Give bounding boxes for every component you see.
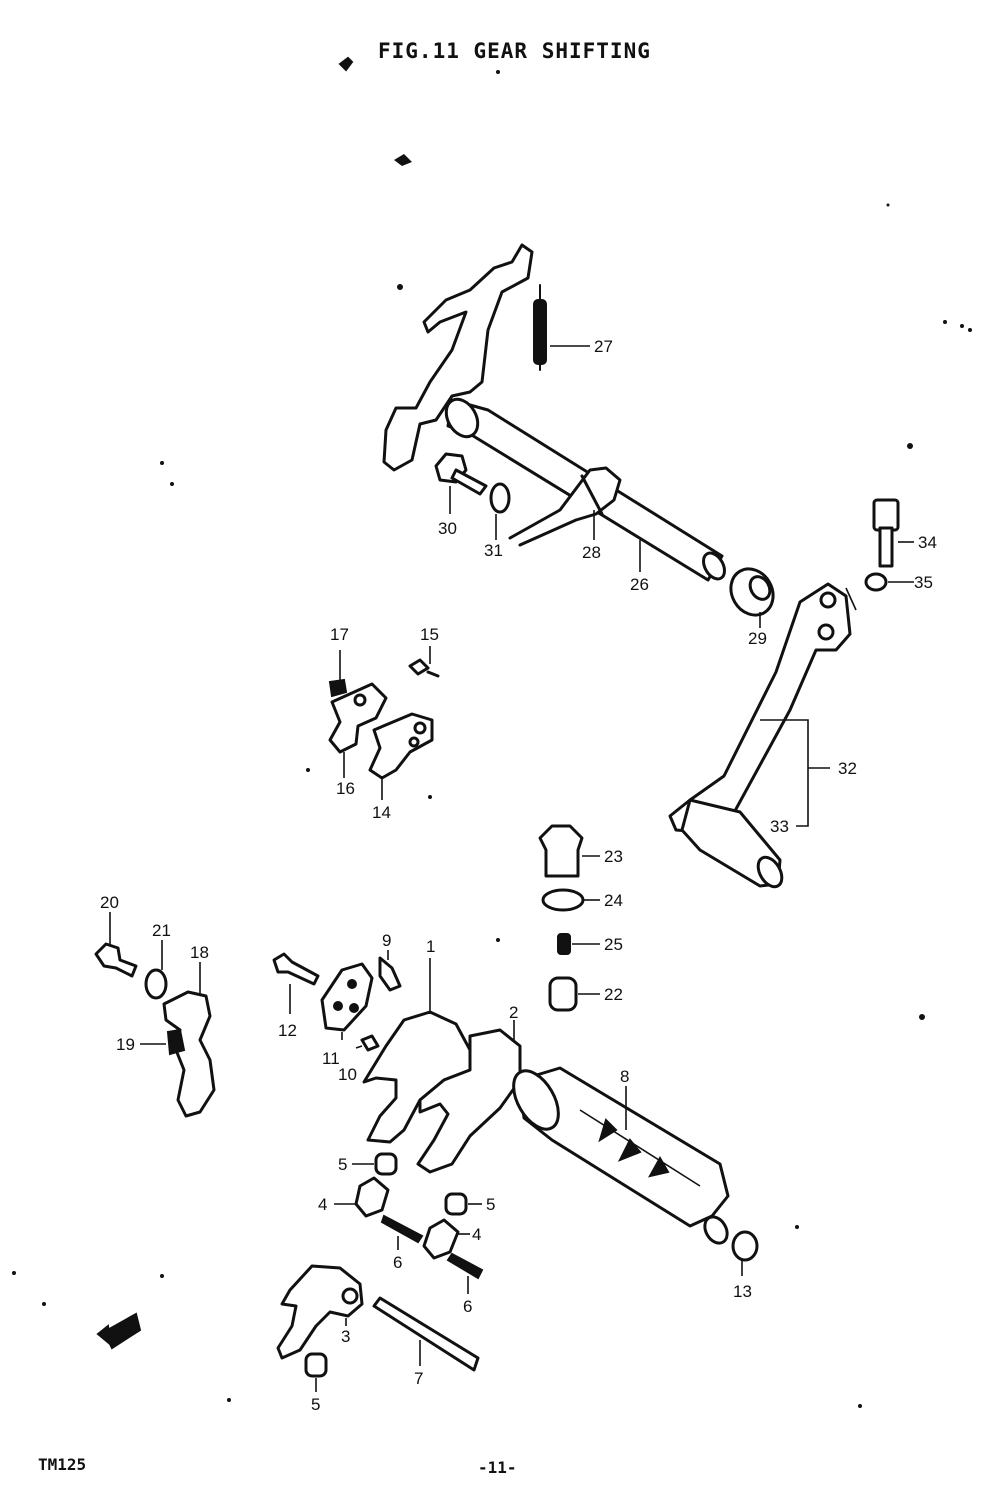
- figure-header: FIG.11 GEAR SHIFTING: [338, 39, 651, 72]
- callout-23: 23: [604, 847, 623, 866]
- callout-20: 20: [100, 893, 119, 912]
- part-29-oil-seal: [729, 567, 775, 617]
- callout-21: 21: [152, 921, 171, 940]
- shaft-collar: [444, 397, 480, 439]
- part-35-washer: [864, 572, 888, 592]
- part-13-cap: [731, 1230, 759, 1262]
- callout-numbers: 1 2 3 4 4 5 5 5 6 6 7 8 9 10 11 12 13 14…: [100, 337, 937, 1414]
- callout-25: 25: [604, 935, 623, 954]
- callout-28: 28: [582, 543, 601, 562]
- fork-3-group: [276, 1264, 480, 1378]
- callout-15: 15: [420, 625, 439, 644]
- callout-4: 4: [318, 1195, 327, 1214]
- callout-12: 12: [278, 1021, 297, 1040]
- part-7-rod: [372, 1296, 480, 1372]
- part-9-pin: [378, 956, 402, 992]
- part-3-shift-fork: [276, 1264, 364, 1360]
- callout-5: 5: [338, 1155, 347, 1174]
- callout-34: 34: [918, 533, 937, 552]
- figure-title: FIG.11 GEAR SHIFTING: [378, 39, 651, 63]
- part-25-spring: [557, 933, 571, 955]
- cam-plate-group: [272, 952, 402, 1052]
- part-27-spring: [533, 284, 547, 371]
- part-5-roller-c: [304, 1352, 328, 1378]
- shift-drum-assembly: [362, 1010, 730, 1245]
- callout-3: 3: [341, 1327, 350, 1346]
- part-22-pin: [548, 976, 578, 1012]
- part-1-shift-fork: [362, 1010, 472, 1144]
- callout-4: 4: [472, 1225, 481, 1244]
- gearshift-arm: [382, 243, 534, 472]
- callout-18: 18: [190, 943, 209, 962]
- part-5-roller-b: [444, 1192, 468, 1216]
- callout-11: 11: [322, 1049, 340, 1068]
- callout-22: 22: [604, 985, 623, 1004]
- callout-1: 1: [426, 937, 435, 956]
- cam-guide-group: [94, 942, 216, 1118]
- callout-16: 16: [336, 779, 355, 798]
- leader-lines: [109, 345, 914, 1392]
- part-11-cam-plate: [320, 962, 374, 1032]
- callout-33: 33: [770, 817, 789, 836]
- shift-cam-stopper-plates: [328, 658, 440, 780]
- callout-9: 9: [382, 931, 391, 950]
- front-arrow-icon: [96, 1312, 142, 1350]
- callout-26: 26: [630, 575, 649, 594]
- part-4-pin-b: [422, 1218, 460, 1260]
- part-20-bolt: [94, 942, 138, 978]
- part-4-pin-a: [354, 1176, 390, 1218]
- callout-29: 29: [748, 629, 767, 648]
- callout-30: 30: [438, 519, 457, 538]
- part-24-gasket: [541, 888, 585, 912]
- part-5-roller-a: [374, 1152, 398, 1176]
- neutral-stopper-group: [538, 824, 585, 1012]
- part-31-washer: [489, 482, 511, 514]
- part-30-bolt: [434, 452, 488, 496]
- callout-7: 7: [414, 1369, 423, 1388]
- callout-5: 5: [486, 1195, 495, 1214]
- callout-35: 35: [914, 573, 933, 592]
- page-footer: TM125 -11-: [38, 1455, 517, 1477]
- part-10-screw: [360, 1034, 380, 1052]
- callout-17: 17: [330, 625, 349, 644]
- callout-19: 19: [116, 1035, 135, 1054]
- page-number: -11-: [478, 1458, 517, 1477]
- return-spring: [508, 466, 622, 547]
- callout-24: 24: [604, 891, 623, 910]
- fork-pins-group: [354, 1152, 484, 1280]
- part-34-bolt: [872, 498, 900, 568]
- scan-specks: [12, 70, 972, 1408]
- callout-27: 27: [594, 337, 613, 356]
- part-21-washer: [144, 968, 168, 1000]
- part-2-shift-fork: [416, 1028, 522, 1174]
- callout-14: 14: [372, 803, 391, 822]
- part-12-pin: [272, 952, 320, 986]
- shaft-end: [702, 551, 726, 581]
- callout-6: 6: [463, 1297, 472, 1316]
- part-19-clip: [166, 1028, 186, 1056]
- callout-6: 6: [393, 1253, 402, 1272]
- callout-2: 2: [509, 1003, 518, 1022]
- callout-31: 31: [484, 541, 503, 560]
- part-6-pin-a: [380, 1214, 424, 1244]
- callout-10: 10: [338, 1065, 357, 1084]
- part-23-plug: [538, 824, 584, 878]
- model-code: TM125: [38, 1455, 86, 1474]
- callout-32: 32: [838, 759, 857, 778]
- callout-5: 5: [311, 1395, 320, 1414]
- part-32-gearshift-lever: [668, 582, 857, 889]
- part-6-pin-b: [446, 1252, 484, 1280]
- part-17-nut: [328, 678, 348, 698]
- part-15-screw: [408, 658, 440, 678]
- callout-13: 13: [733, 1282, 752, 1301]
- callout-8: 8: [620, 1067, 629, 1086]
- part-16-plate: [328, 682, 388, 754]
- header-mark-icon: [338, 56, 354, 72]
- gearshift-shaft-assembly: [382, 243, 726, 582]
